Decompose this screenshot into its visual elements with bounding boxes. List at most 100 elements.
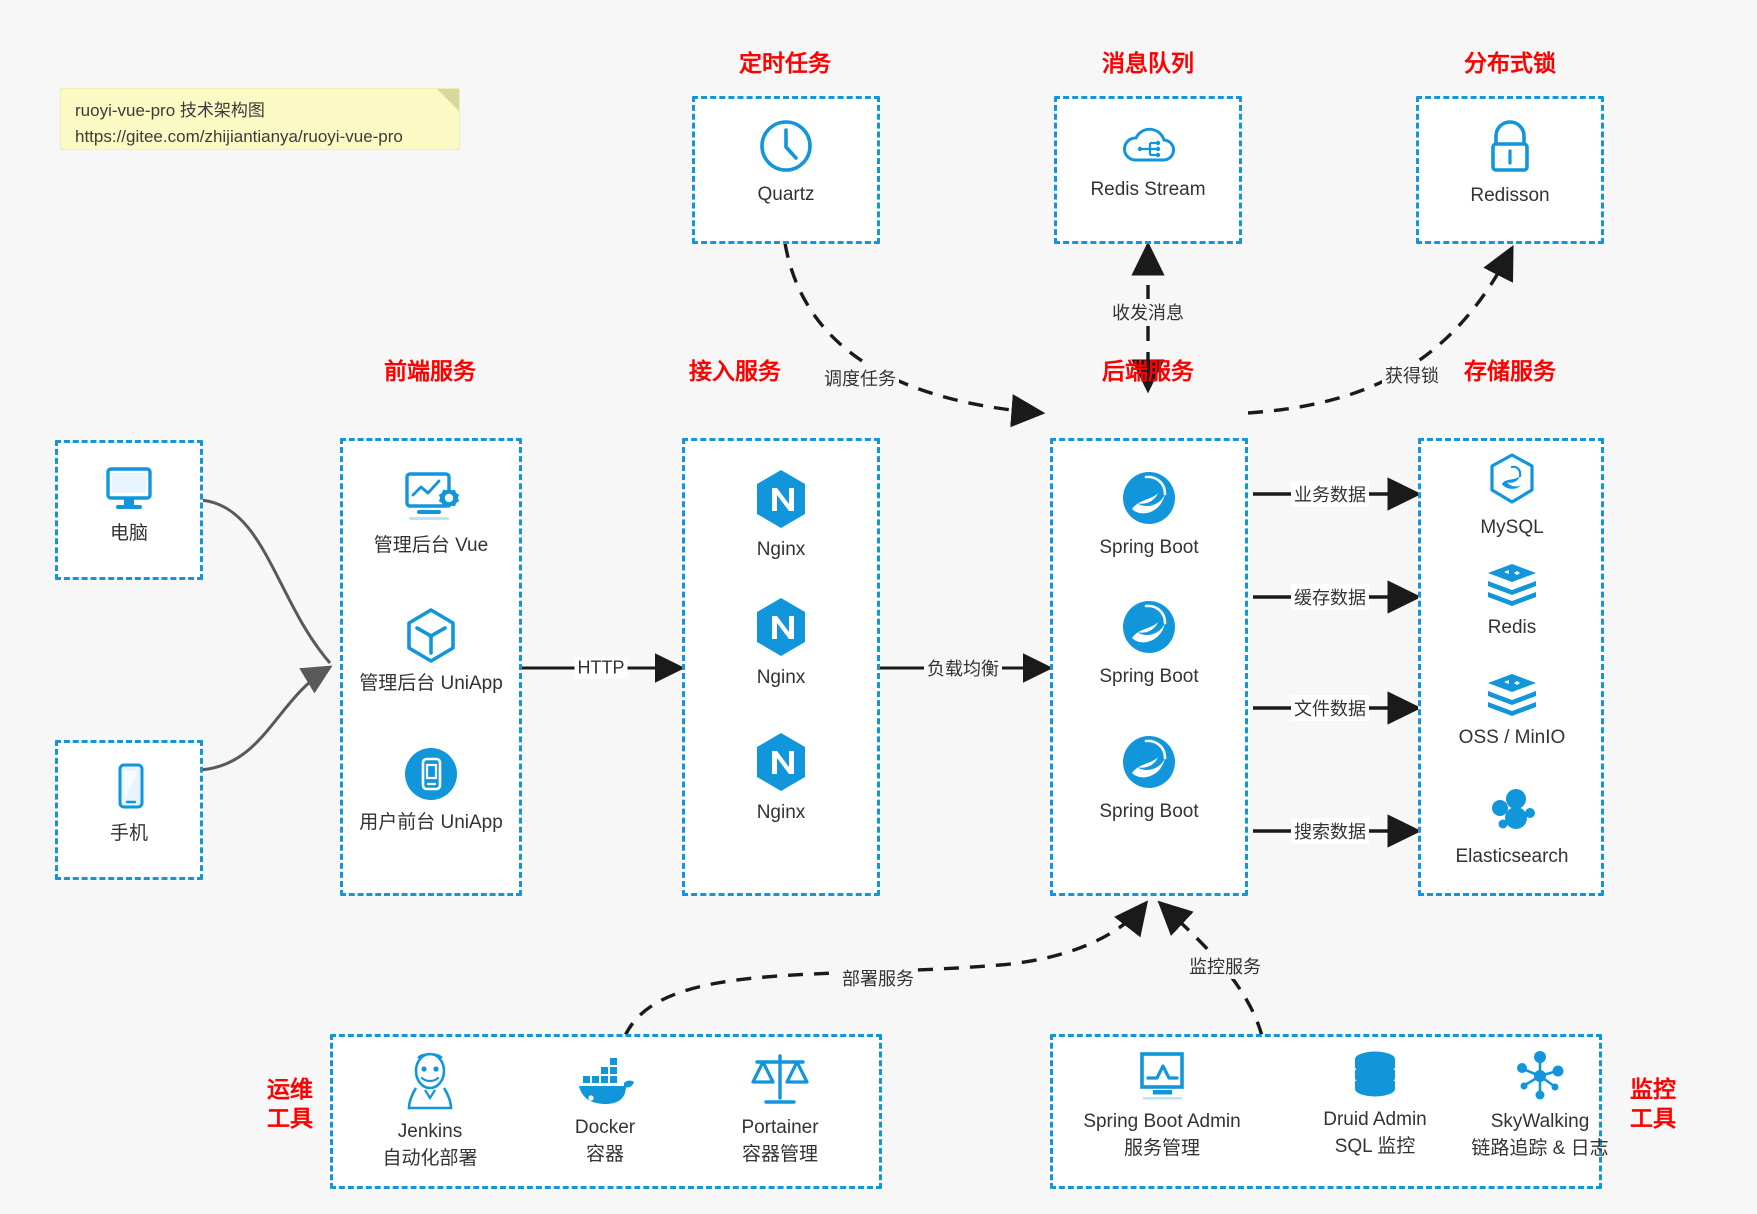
node-nginx-1[interactable]: Nginx [690,468,872,563]
edge-label-cache-data: 缓存数据 [1291,584,1369,610]
edge-label-search-data: 搜索数据 [1291,818,1369,844]
edge-label-file-data: 文件数据 [1291,695,1369,721]
node-sublabel: SQL 监控 [1334,1135,1416,1157]
node-label: Spring Boot [1099,666,1199,687]
node-admin-vue[interactable]: 管理后台 Vue [345,468,517,559]
node-redis-stream[interactable]: Redis Stream [1062,122,1234,203]
portainer-scale-icon [749,1050,811,1108]
dashboard-settings-icon [399,468,463,526]
group-devops-tools [330,1034,882,1189]
mysql-dolphin-icon [1485,452,1539,508]
group-title-devops-line1: 运维 [267,1076,313,1102]
node-label: 电脑 [109,523,148,544]
edge-label-http: HTTP [574,657,628,679]
node-sublabel: 链路追踪 & 日志 [1471,1137,1609,1159]
group-title-backend-service: 后端服务 [1102,358,1194,384]
node-label: Quartz [757,184,815,205]
node-mysql[interactable]: MySQL [1424,452,1600,541]
node-label: Docker [574,1117,636,1138]
node-label: 管理后台 Vue [373,535,489,556]
edge-label-monitor-service: 监控服务 [1186,953,1264,979]
node-label: Elasticsearch [1455,846,1569,867]
desktop-monitor-icon [101,462,157,514]
node-docker[interactable]: Docker 容器 [525,1056,685,1167]
node-nginx-2[interactable]: Nginx [690,596,872,691]
padlock-icon [1483,118,1537,176]
node-redisson[interactable]: Redisson [1424,118,1596,209]
spring-boot-icon [1119,597,1179,657]
group-title-monitor-line2: 工具 [1630,1104,1676,1131]
docker-whale-icon [574,1056,636,1108]
node-label: 管理后台 UniApp [359,673,503,694]
node-portainer[interactable]: Portainer 容器管理 [700,1050,860,1167]
group-client-mobile [55,740,203,880]
node-label: Druid Admin [1323,1109,1427,1130]
node-admin-uniapp[interactable]: 管理后台 UniApp [345,606,517,697]
group-title-message-queue: 消息队列 [1102,50,1194,76]
node-label: 用户前台 UniApp [359,812,503,833]
node-oss-minio[interactable]: OSS / MinIO [1424,672,1600,751]
note-url: https://gitee.com/zhijiantianya/ruoyi-vu… [75,127,403,147]
database-stack-icon [1347,1050,1403,1100]
smartphone-icon [101,762,157,814]
jenkins-butler-icon [402,1050,458,1112]
group-title-monitor-line1: 监控 [1630,1076,1676,1102]
node-skywalking[interactable]: SkyWalking 链路追踪 & 日志 [1440,1050,1640,1161]
node-label: Redis [1487,617,1537,638]
edge-label-deploy-service: 部署服务 [839,965,917,991]
diagram-note: ruoyi-vue-pro 技术架构图 https://gitee.com/zh… [60,88,460,150]
node-label: 手机 [109,823,148,844]
node-sublabel: 自动化部署 [382,1147,478,1169]
node-mobile[interactable]: 手机 [63,762,195,847]
node-redis[interactable]: Redis [1424,562,1600,641]
group-title-scheduled-task: 定时任务 [739,50,831,76]
node-label: Nginx [756,539,806,560]
node-label: SkyWalking [1490,1111,1590,1132]
node-label: Spring Boot [1099,537,1199,558]
nginx-icon [753,731,809,793]
node-label: Nginx [756,667,806,688]
edge-label-send-receive: 收发消息 [1109,299,1187,325]
monitor-chart-icon [1133,1050,1191,1102]
redis-stack-icon [1484,562,1540,608]
node-nginx-3[interactable]: Nginx [690,731,872,826]
skywalking-node-icon [1512,1050,1568,1102]
group-title-frontend-service: 前端服务 [384,358,476,384]
node-spring-boot-1[interactable]: Spring Boot [1058,468,1240,561]
nginx-icon [753,468,809,530]
node-user-uniapp[interactable]: 用户前台 UniApp [345,745,517,836]
node-spring-boot-2[interactable]: Spring Boot [1058,597,1240,690]
group-title-devops-line2: 工具 [267,1104,313,1131]
edge-label-load-balance: 负载均衡 [924,655,1002,681]
elasticsearch-icon [1485,785,1539,837]
node-sublabel: 容器 [585,1143,624,1165]
nginx-icon [753,596,809,658]
edge-label-business-data: 业务数据 [1291,481,1369,507]
node-pc[interactable]: 电脑 [63,462,195,547]
node-quartz[interactable]: Quartz [700,117,872,208]
cube-icon [401,606,461,664]
group-title-gateway-service: 接入服务 [689,358,781,384]
node-elasticsearch[interactable]: Elasticsearch [1424,785,1600,870]
node-label: Spring Boot Admin [1083,1111,1241,1132]
node-sublabel: 容器管理 [741,1143,818,1165]
node-druid-admin[interactable]: Druid Admin SQL 监控 [1285,1050,1465,1159]
spring-boot-icon [1119,468,1179,528]
mobile-app-icon [402,745,460,803]
node-spring-boot-3[interactable]: Spring Boot [1058,732,1240,825]
cloud-stream-icon [1119,122,1177,170]
node-spring-boot-admin[interactable]: Spring Boot Admin 服务管理 [1062,1050,1262,1161]
node-label: Redisson [1470,185,1550,206]
object-storage-icon [1484,672,1540,718]
node-jenkins[interactable]: Jenkins 自动化部署 [350,1050,510,1171]
node-label: Redis Stream [1090,179,1206,200]
node-sublabel: 服务管理 [1123,1137,1200,1159]
node-label: Spring Boot [1099,801,1199,822]
node-label: Jenkins [397,1121,463,1142]
note-fold-corner [437,89,459,111]
node-label: MySQL [1480,517,1544,538]
spring-boot-icon [1119,732,1179,792]
note-title: ruoyi-vue-pro 技术架构图 [75,101,265,120]
node-label: Portainer [741,1117,819,1138]
